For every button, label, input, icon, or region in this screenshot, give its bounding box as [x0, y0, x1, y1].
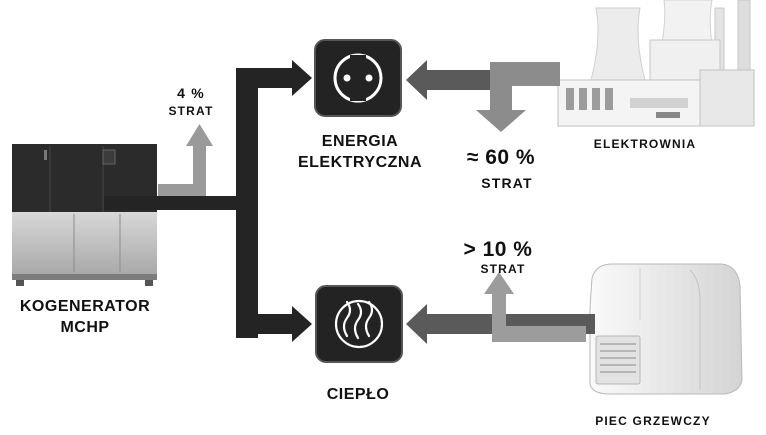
- boiler-label: PIEC GRZEWCZY: [595, 414, 711, 428]
- power-plant-loss-percent: ≈ 60 %: [466, 146, 536, 169]
- boiler-arrow: [406, 272, 595, 344]
- cieplo-icon-box: [315, 285, 403, 363]
- flame-icon: [334, 299, 384, 349]
- power-plant-arrow: [406, 60, 560, 132]
- boiler-loss-label: STRAT: [480, 262, 526, 276]
- cogenerator-illustration: [12, 144, 157, 286]
- power-plant-illustration: [557, 0, 755, 127]
- cieplo-label: CIEPŁO: [326, 386, 390, 403]
- cogenerator-loss-label: STRAT: [168, 104, 214, 118]
- energia-label-line2: ELEKTRYCZNA: [297, 154, 422, 171]
- boiler-illustration: [589, 263, 743, 395]
- cogenerator-loss-arrow: [158, 124, 213, 197]
- cogenerator-label-line2: MCHP: [60, 319, 110, 336]
- power-plant-loss-label: STRAT: [481, 175, 533, 191]
- power-plant-label: ELEKTROWNIA: [593, 137, 697, 151]
- cogenerator-loss-percent: 4 %: [177, 85, 205, 101]
- cogenerator-label-line1: KOGENERATOR: [19, 298, 151, 315]
- power-socket-icon: [333, 53, 383, 103]
- boiler-loss-percent: > 10 %: [463, 238, 533, 261]
- cogenerator-output-arrows: [104, 60, 312, 342]
- energia-label-line1: ENERGIA: [321, 133, 399, 150]
- energia-icon-box: [314, 39, 402, 117]
